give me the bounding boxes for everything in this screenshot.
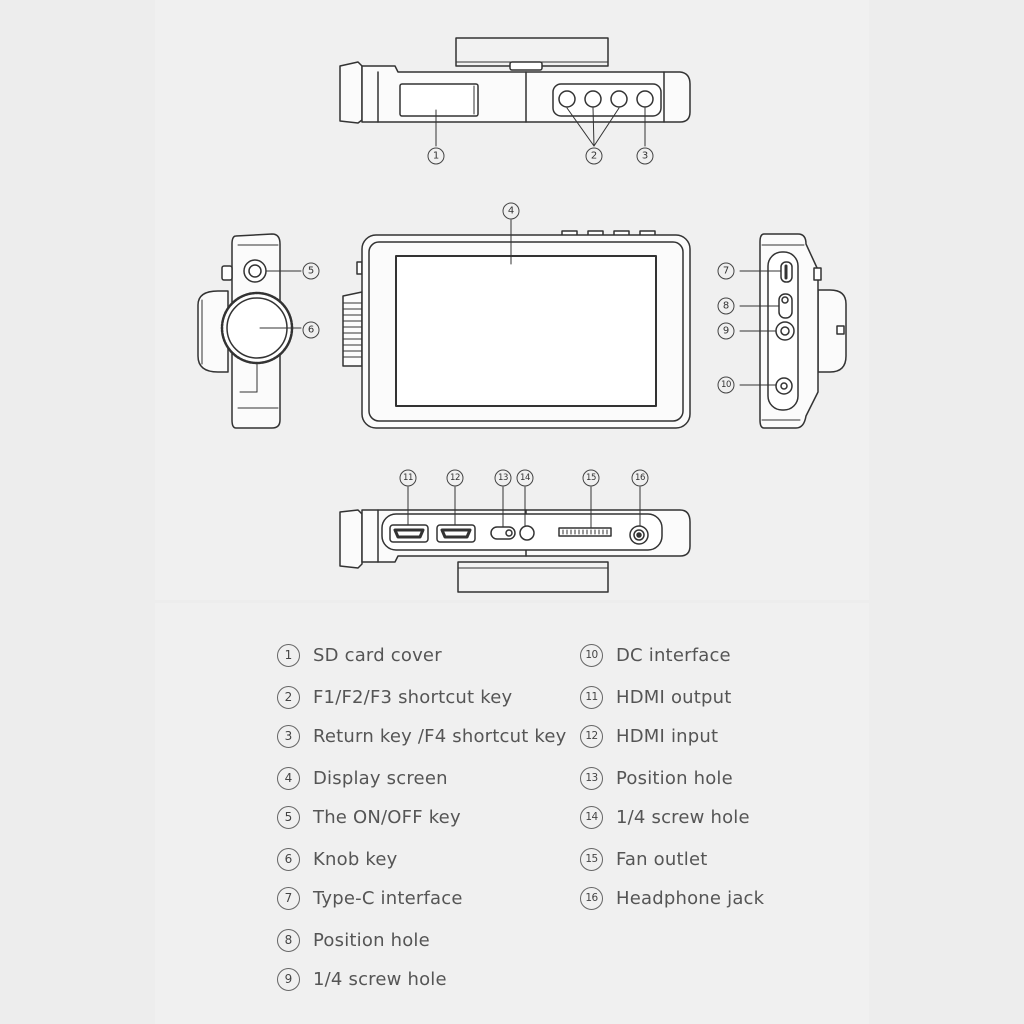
shortcut-key-f3 [610, 90, 628, 108]
device-views: 1 2 3 4 5 6 7 8 9 10 11 12 13 14 15 16 [197, 37, 847, 593]
legend-number: 9 [277, 967, 300, 991]
legend-label: DC interface [616, 644, 731, 666]
legend-label: Headphone jack [616, 887, 765, 909]
bottom-view [339, 486, 691, 593]
svg-text:13: 13 [498, 473, 508, 483]
legend-item: 6 Knob key [277, 844, 397, 874]
shortcut-key-f1 [558, 90, 576, 108]
on-off-key [243, 259, 267, 283]
legend-item: 16 Headphone jack [580, 883, 764, 913]
legend-number: 16 [580, 886, 603, 910]
callout-9: 9 [717, 322, 735, 340]
legend-number: 6 [277, 847, 300, 871]
callout-13: 13 [494, 469, 512, 487]
legend-item: 5 The ON/OFF key [277, 802, 461, 832]
legend-label: Display screen [313, 767, 448, 789]
callout-10: 10 [717, 376, 735, 394]
legend-panel [155, 603, 869, 1024]
svg-text:16: 16 [635, 473, 645, 483]
left-side-view [197, 233, 302, 429]
legend-item: 2 F1/F2/F3 shortcut key [277, 682, 512, 712]
return-key [636, 90, 654, 108]
callout-12: 12 [446, 469, 464, 487]
legend-number: 4 [277, 766, 300, 790]
legend-label: Position hole [616, 767, 733, 789]
legend-label: The ON/OFF key [313, 806, 461, 828]
svg-text:7: 7 [723, 266, 729, 277]
legend-label: SD card cover [313, 644, 442, 666]
legend-number: 7 [277, 886, 300, 910]
right-side-view [739, 233, 847, 429]
legend-item: 9 1/4 screw hole [277, 964, 447, 994]
fan-outlet [558, 527, 612, 537]
legend-number: 3 [277, 724, 300, 748]
screw-hole-side [775, 321, 795, 341]
svg-text:12: 12 [450, 473, 460, 483]
svg-text:10: 10 [721, 380, 731, 390]
callout-7: 7 [717, 262, 735, 280]
legend-item: 10 DC interface [580, 640, 731, 670]
svg-text:3: 3 [642, 151, 648, 162]
svg-text:4: 4 [508, 206, 514, 217]
legend-label: Position hole [313, 929, 430, 951]
display-screen [395, 255, 657, 407]
svg-text:15: 15 [586, 473, 596, 483]
front-view [342, 219, 691, 429]
legend-label: HDMI output [616, 686, 732, 708]
top-view [339, 37, 691, 147]
legend-number: 1 [277, 643, 300, 667]
legend-item: 3 Return key /F4 shortcut key [277, 721, 567, 751]
legend-item: 4 Display screen [277, 763, 448, 793]
svg-text:1: 1 [433, 151, 439, 162]
svg-text:9: 9 [723, 326, 729, 337]
legend-label: 1/4 screw hole [313, 968, 447, 990]
legend-item: 15 Fan outlet [580, 844, 707, 874]
legend-item: 7 Type-C interface [277, 883, 463, 913]
callout-4: 4 [502, 202, 520, 220]
legend-label: Fan outlet [616, 848, 708, 870]
callout-5: 5 [302, 262, 320, 280]
legend-label: Return key /F4 shortcut key [313, 725, 567, 747]
legend-item: 1 SD card cover [277, 640, 442, 670]
callout-1: 1 [427, 147, 445, 165]
legend-number: 15 [580, 847, 603, 871]
legend-item: 13 Position hole [580, 763, 733, 793]
dc-port [775, 377, 793, 395]
legend-number: 10 [580, 643, 603, 667]
screw-hole-bottom [519, 525, 535, 541]
legend-label: 1/4 screw hole [616, 806, 750, 828]
legend-number: 2 [277, 685, 300, 709]
legend-label: Knob key [313, 848, 398, 870]
legend-number: 5 [277, 805, 300, 829]
shortcut-key-f2 [584, 90, 602, 108]
sd-card-cover [399, 83, 479, 117]
legend-number: 13 [580, 766, 603, 790]
svg-text:2: 2 [591, 151, 597, 162]
legend-number: 11 [580, 685, 603, 709]
callout-14: 14 [516, 469, 534, 487]
callout-6: 6 [302, 321, 320, 339]
callout-8: 8 [717, 297, 735, 315]
legend-item: 11 HDMI output [580, 682, 732, 712]
legend-number: 14 [580, 805, 603, 829]
legend-number: 8 [277, 928, 300, 952]
svg-text:14: 14 [520, 473, 530, 483]
svg-text:11: 11 [403, 473, 413, 483]
callout-16: 16 [631, 469, 649, 487]
legend-item: 8 Position hole [277, 925, 430, 955]
svg-text:5: 5 [308, 266, 314, 277]
legend-label: Type-C interface [313, 887, 463, 909]
legend-item: 14 1/4 screw hole [580, 802, 750, 832]
legend-number: 12 [580, 724, 603, 748]
legend-item: 12 HDMI input [580, 721, 718, 751]
callout-3: 3 [636, 147, 654, 165]
callout-15: 15 [582, 469, 600, 487]
svg-text:6: 6 [308, 325, 314, 336]
svg-text:8: 8 [723, 301, 729, 312]
callout-11: 11 [399, 469, 417, 487]
legend-label: F1/F2/F3 shortcut key [313, 686, 513, 708]
callout-2: 2 [585, 147, 603, 165]
legend-label: HDMI input [616, 725, 719, 747]
